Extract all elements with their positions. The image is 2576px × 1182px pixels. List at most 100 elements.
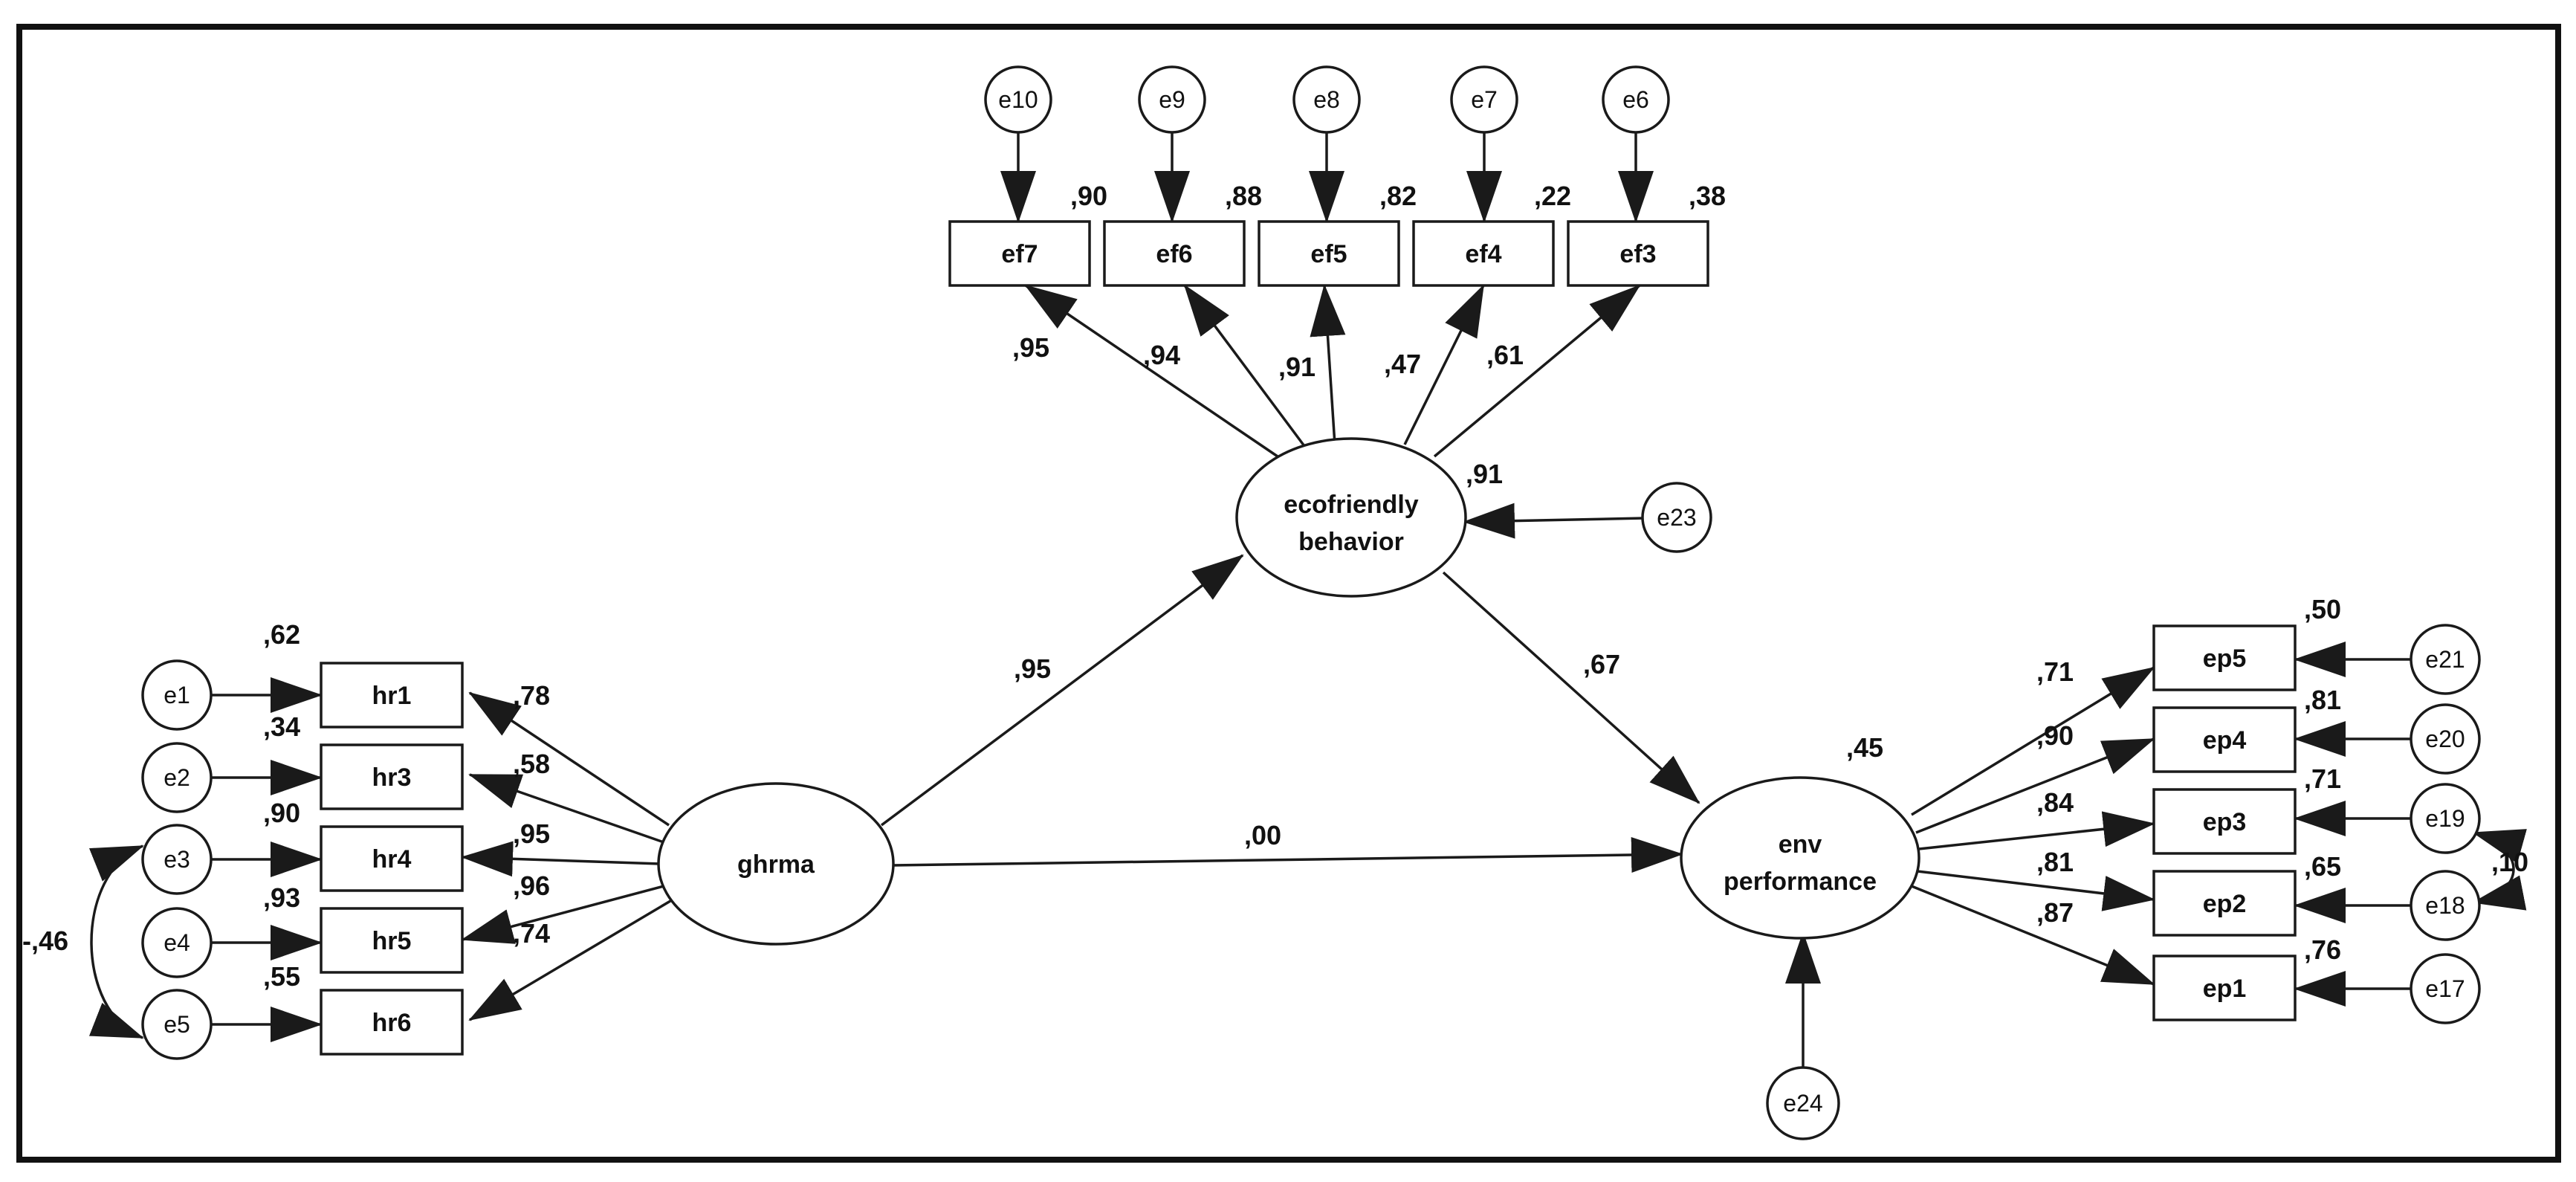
r2-ep4: ,81 xyxy=(2304,685,2341,715)
error-e6-label: e6 xyxy=(1622,86,1649,113)
observed-hr4: hr4 xyxy=(320,825,464,892)
path-ghrma-to-env xyxy=(892,836,1683,873)
observed-ep4-label: ep4 xyxy=(2203,726,2247,755)
r2-ef6: ,88 xyxy=(1225,181,1262,211)
observed-ep3: ep3 xyxy=(2152,788,2297,855)
loading-ef7: ,95 xyxy=(1012,332,1049,363)
loading-env-ep3 xyxy=(1918,811,2155,850)
error-e1: e1 xyxy=(141,659,213,731)
loading-eco-ef4 xyxy=(1403,284,1485,445)
error-e8: e8 xyxy=(1292,65,1361,134)
observed-ep3-label: ep3 xyxy=(2203,808,2247,836)
r2-ep5: ,50 xyxy=(2304,594,2341,624)
observed-hr5: hr5 xyxy=(320,907,464,974)
loading-ghrma-hr3 xyxy=(468,773,664,844)
loading-ef4: ,47 xyxy=(1384,349,1421,379)
r2-ef3: ,38 xyxy=(1689,181,1726,211)
r2-hr4: ,90 xyxy=(263,798,300,828)
observed-ef4: ef4 xyxy=(1412,220,1555,287)
loading-env-ep1 xyxy=(1911,885,2155,986)
covariance-e18-e19 xyxy=(2472,829,2527,911)
latent-env-performance: env performance xyxy=(1680,776,1920,940)
observed-ef7: ef7 xyxy=(948,220,1091,287)
error-e7: e7 xyxy=(1450,65,1518,134)
observed-ep1-label: ep1 xyxy=(2203,975,2247,1003)
error-e20-label: e20 xyxy=(2425,726,2465,752)
loading-hr4: ,95 xyxy=(513,818,550,849)
r2-ecofriendly: ,91 xyxy=(1466,459,1503,489)
latent-ecofriendly-behavior: ecofriendly behavior xyxy=(1235,437,1467,598)
loading-eco-ef6 xyxy=(1183,284,1308,450)
observed-ef5: ef5 xyxy=(1258,220,1400,287)
error-e23: e23 xyxy=(1641,482,1712,553)
r2-hr1: ,62 xyxy=(263,619,300,650)
loading-hr5: ,96 xyxy=(513,871,550,901)
observed-hr1-label: hr1 xyxy=(372,682,412,710)
error-e17-label: e17 xyxy=(2425,975,2465,1002)
error-e10-label: e10 xyxy=(998,86,1038,113)
observed-hr6: hr6 xyxy=(320,989,464,1056)
r2-ef4: ,22 xyxy=(1534,181,1571,211)
observed-ef3-label: ef3 xyxy=(1619,240,1656,268)
observed-ep1: ep1 xyxy=(2152,955,2297,1021)
loading-eco-ef7 xyxy=(1024,284,1281,459)
observed-ep5: ep5 xyxy=(2152,624,2297,691)
loading-hr1: ,78 xyxy=(513,680,550,711)
observed-hr6-label: hr6 xyxy=(372,1009,412,1037)
error-e17: e17 xyxy=(2410,953,2481,1024)
observed-hr3-label: hr3 xyxy=(372,763,412,792)
observed-ef3: ef3 xyxy=(1567,220,1709,287)
latent-env-label-1: env xyxy=(1779,830,1822,859)
loading-ef6: ,94 xyxy=(1143,340,1180,370)
error-e21: e21 xyxy=(2410,624,2481,695)
error-e20: e20 xyxy=(2410,703,2481,775)
loading-env-ep2 xyxy=(1917,870,2155,911)
error-e23-label: e23 xyxy=(1657,504,1696,531)
observed-ep4: ep4 xyxy=(2152,706,2297,773)
latent-env-label-2: performance xyxy=(1724,868,1877,896)
loading-hr6: ,74 xyxy=(513,918,550,949)
error-e4: e4 xyxy=(141,907,213,978)
error-e9-label: e9 xyxy=(1159,86,1185,113)
r2-env-performance: ,45 xyxy=(1846,732,1883,763)
r2-ep3: ,71 xyxy=(2304,763,2341,794)
observed-ep2-label: ep2 xyxy=(2203,890,2247,918)
r2-hr3: ,34 xyxy=(263,711,300,742)
observed-ep5-label: ep5 xyxy=(2203,645,2247,673)
observed-hr3: hr3 xyxy=(320,743,464,810)
error-e19: e19 xyxy=(2410,783,2481,854)
error-e19-label: e19 xyxy=(2425,805,2465,832)
loading-ghrma-hr5 xyxy=(461,885,664,944)
error-e3-label: e3 xyxy=(164,846,190,873)
loading-ep2: ,81 xyxy=(2036,847,2074,877)
r2-ef5: ,82 xyxy=(1379,181,1417,211)
latent-eco-label-2: behavior xyxy=(1298,528,1404,556)
latent-eco-label-1: ecofriendly xyxy=(1284,491,1418,519)
error-e10: e10 xyxy=(984,65,1052,134)
r2-hr6: ,55 xyxy=(263,961,300,992)
path-e23-to-ecofriendly xyxy=(1463,503,1645,539)
error-e8-label: e8 xyxy=(1313,86,1340,113)
path-ghrma-to-ecofriendly xyxy=(880,554,1244,827)
loading-env-ep4 xyxy=(1915,737,2155,834)
observed-ef7-label: ef7 xyxy=(1001,240,1038,268)
error-e7-label: e7 xyxy=(1471,86,1498,113)
observed-hr4-label: hr4 xyxy=(372,845,412,873)
error-e24-label: e24 xyxy=(1783,1090,1822,1117)
observed-ef4-label: ef4 xyxy=(1465,240,1501,268)
error-e9: e9 xyxy=(1138,65,1206,134)
error-e18-label: e18 xyxy=(2425,892,2465,919)
cov-e18-e19: ,10 xyxy=(2491,847,2528,877)
observed-ep2: ep2 xyxy=(2152,870,2297,937)
error-e1-label: e1 xyxy=(164,682,190,708)
path-ecofriendly-to-env xyxy=(1442,571,1700,804)
loading-ghrma-hr4 xyxy=(461,841,661,877)
error-e2-label: e2 xyxy=(164,764,190,791)
latent-ghrma-label: ghrma xyxy=(737,850,815,879)
error-e21-label: e21 xyxy=(2425,646,2465,673)
observed-ef6-label: ef6 xyxy=(1156,240,1192,268)
error-e5-label: e5 xyxy=(164,1011,190,1038)
loading-ep5: ,71 xyxy=(2036,656,2074,687)
error-e5: e5 xyxy=(141,989,213,1060)
observed-ef6: ef6 xyxy=(1103,220,1246,287)
